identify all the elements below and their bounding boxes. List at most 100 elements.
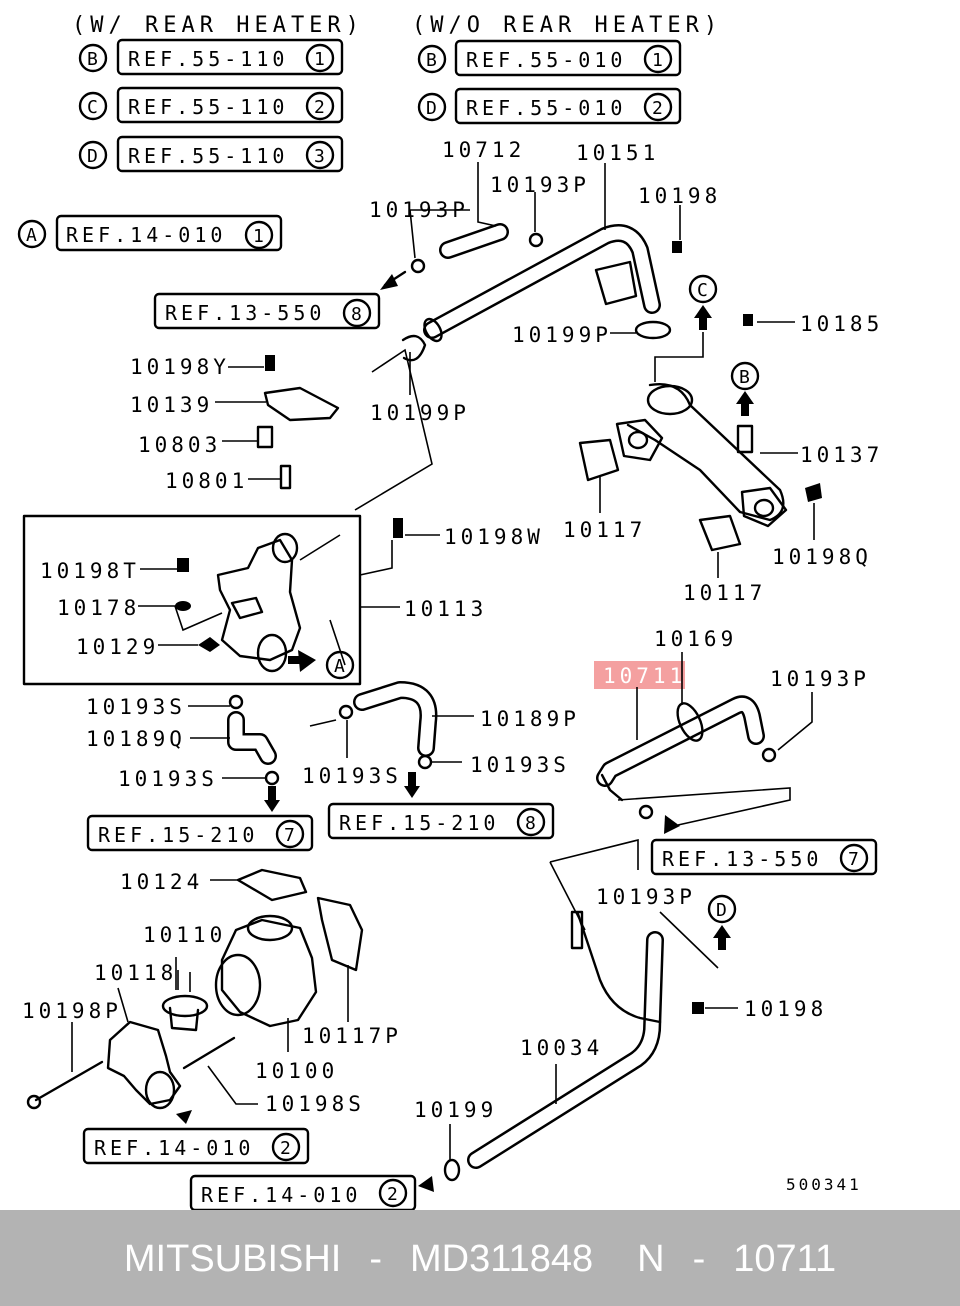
clamp-10193P-b [528, 232, 544, 248]
label-10198: 10198 [638, 184, 721, 208]
label-10711: 10711 [603, 664, 686, 688]
svg-text:D: D [716, 900, 727, 921]
bolt-10198-bottom [692, 1002, 704, 1014]
arrow-marker-c[interactable]: C [688, 274, 718, 330]
svg-text:A: A [26, 225, 37, 246]
svg-text:3: 3 [314, 146, 325, 167]
svg-text:REF.55-110: REF.55-110 [128, 47, 288, 71]
arrow-marker-b[interactable]: B [730, 361, 760, 416]
ref-15-210-mid[interactable]: REF.15-210 8 [327, 802, 555, 840]
label-10199P: 10199P [512, 323, 612, 347]
label-10137: 10137 [800, 443, 883, 467]
label-10198: 10198 [744, 997, 827, 1021]
ref-14-010-bottom[interactable]: REF.14-010 2 [189, 1174, 417, 1210]
svg-text:REF.13-550: REF.13-550 [662, 847, 822, 871]
arrow-marker-d[interactable]: D [707, 894, 737, 950]
sensor-10803 [256, 425, 274, 449]
ref-14-010-left[interactable]: REF.14-010 2 [82, 1127, 310, 1165]
pipe-10034 [467, 910, 664, 1169]
thermostat-housing-10113 [216, 532, 346, 673]
svg-text:C: C [697, 280, 708, 301]
svg-text:2: 2 [280, 1138, 291, 1159]
svg-text:A: A [334, 656, 345, 677]
clamp-10193P-d [638, 804, 654, 820]
gasket-10124 [236, 868, 308, 902]
sensor-10801 [279, 464, 292, 490]
bolt-10185 [743, 314, 753, 326]
ref-13-550-right[interactable]: REF.13-550 7 [650, 838, 878, 876]
label-10189P: 10189P [480, 707, 580, 731]
arrow-marker-a[interactable]: A [288, 650, 355, 680]
separator: - [369, 1238, 383, 1280]
water-inlet-10118 [106, 1020, 182, 1110]
seal-10178 [175, 601, 191, 611]
hose-10711[interactable] [596, 695, 765, 802]
ref-b-with-heater[interactable]: B REF.55-110 1 [78, 38, 344, 76]
bolt-10198Q [805, 483, 822, 502]
svg-text:REF.15-210: REF.15-210 [339, 811, 499, 835]
separator: - [692, 1238, 706, 1280]
svg-text:8: 8 [525, 813, 536, 834]
part-labels: 10712 10151 10193P 10193P 10198 10199P 1… [22, 138, 883, 1122]
svg-text:REF.14-010: REF.14-010 [66, 223, 226, 247]
svg-text:7: 7 [848, 849, 859, 870]
bolt-10198T [177, 558, 189, 572]
label-10198Y: 10198Y [130, 355, 230, 379]
label-10117: 10117 [683, 581, 766, 605]
svg-text:1: 1 [253, 226, 264, 247]
water-outlet-10137 [615, 383, 788, 528]
label-10712: 10712 [442, 138, 525, 162]
diagram-code: 500341 [786, 1175, 862, 1194]
svg-text:7: 7 [284, 825, 295, 846]
ref-b-without-heater[interactable]: B REF.55-010 1 [417, 39, 682, 77]
housing-10100 [214, 914, 318, 1028]
bolt-10198Y [265, 355, 275, 371]
label-10198Q: 10198Q [772, 545, 872, 569]
label-10113: 10113 [404, 597, 487, 621]
ref-number: 10711 [733, 1238, 837, 1280]
ref-c-with-heater[interactable]: C REF.55-110 2 [78, 86, 344, 124]
label-10139: 10139 [130, 393, 213, 417]
hose-10189Q [227, 711, 277, 765]
ref-13-550-top[interactable]: REF.13-550 8 [153, 292, 381, 330]
ref-a-main[interactable]: A REF.14-010 1 [17, 214, 283, 252]
label-10198W: 10198W [444, 525, 544, 549]
svg-text:8: 8 [351, 304, 362, 325]
svg-text:REF.55-110: REF.55-110 [128, 144, 288, 168]
thermostat-10110 [161, 970, 209, 1032]
clamp-10193P-a [410, 258, 426, 274]
label-10199: 10199 [414, 1098, 497, 1122]
label-10193S: 10193S [470, 753, 570, 777]
svg-text:1: 1 [652, 50, 663, 71]
label-10189Q: 10189Q [86, 727, 186, 751]
svg-text:2: 2 [652, 98, 663, 119]
svg-text:D: D [426, 98, 437, 119]
bolt-10198P [34, 1060, 104, 1102]
assembly-box-10113 [22, 514, 362, 686]
parts-diagram: (W/ REAR HEATER) (W/O REAR HEATER) B REF… [17, 13, 883, 1210]
ref-d-with-heater[interactable]: D REF.55-110 3 [78, 135, 344, 173]
o-ring-10199 [443, 1158, 461, 1182]
bolt-10198W [393, 518, 403, 538]
ref-d-without-heater[interactable]: D REF.55-010 2 [417, 87, 682, 125]
svg-text:REF.55-010: REF.55-010 [466, 48, 626, 72]
svg-text:B: B [87, 49, 98, 70]
bolt-10198-top [672, 241, 682, 253]
label-10124: 10124 [120, 870, 203, 894]
part-number: MD311848 [410, 1238, 594, 1280]
label-10169: 10169 [654, 627, 737, 651]
hose-10712 [439, 223, 509, 259]
ref-15-210-left[interactable]: REF.15-210 7 [86, 814, 314, 852]
svg-text:REF.13-550: REF.13-550 [165, 301, 325, 325]
gasket-10117P [316, 896, 364, 972]
header-with-rear-heater: (W/ REAR HEATER) [72, 13, 364, 38]
leaders-upper [354, 162, 795, 511]
svg-text:2: 2 [314, 97, 325, 118]
o-ring-10199P-a [634, 320, 672, 340]
label-10100: 10100 [255, 1059, 338, 1083]
bolt-10198S [182, 1036, 236, 1070]
label-10185: 10185 [800, 312, 883, 336]
label-10801: 10801 [165, 469, 248, 493]
label-10129: 10129 [76, 635, 159, 659]
